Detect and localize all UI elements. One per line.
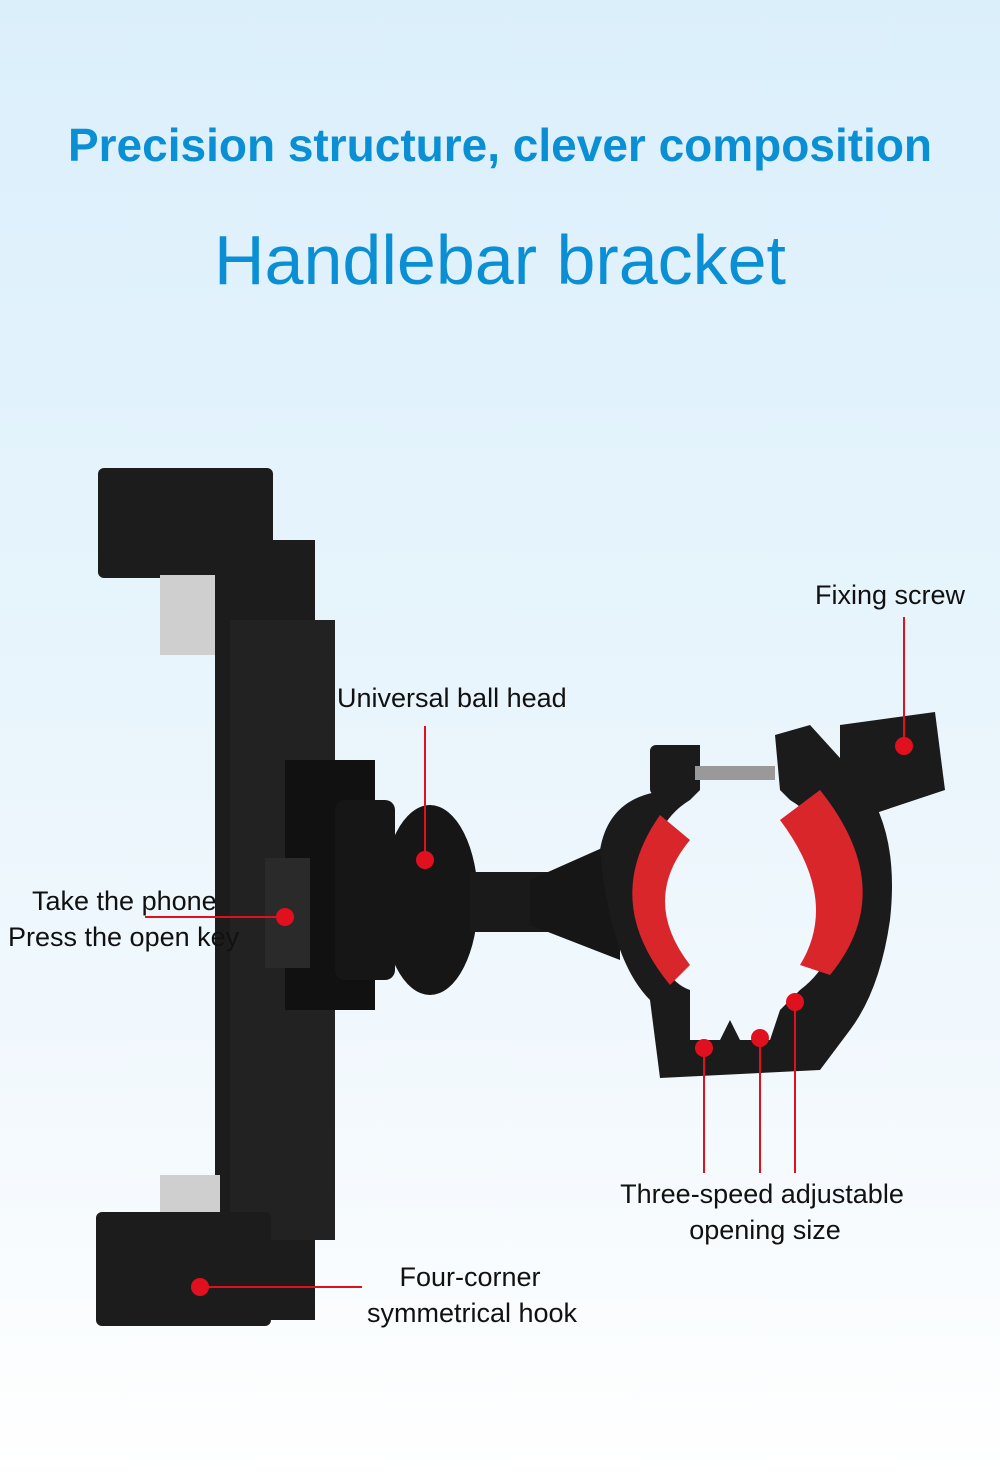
marker-speed-1 bbox=[695, 1039, 713, 1057]
ball-head bbox=[335, 800, 620, 995]
label-ball-head: Universal ball head bbox=[337, 683, 567, 713]
label-three-speed-1: Three-speed adjustable bbox=[620, 1179, 904, 1209]
page-title: Handlebar bracket bbox=[214, 221, 786, 299]
label-four-corner-1: Four-corner bbox=[399, 1262, 541, 1292]
phone-holder bbox=[96, 468, 375, 1326]
label-three-speed-2: opening size bbox=[689, 1215, 841, 1245]
callout-lines bbox=[145, 617, 905, 1288]
marker-hook bbox=[191, 1278, 209, 1296]
marker-ball-head bbox=[416, 851, 434, 869]
marker-open-key bbox=[276, 908, 294, 926]
marker-speed-2 bbox=[751, 1029, 769, 1047]
subtitle: Precision structure, clever composition bbox=[67, 119, 933, 171]
marker-speed-3 bbox=[786, 993, 804, 1011]
marker-fixing-screw bbox=[895, 737, 913, 755]
clamp bbox=[600, 712, 945, 1078]
label-four-corner-2: symmetrical hook bbox=[366, 1298, 578, 1328]
label-take-phone: Take the phone bbox=[32, 886, 217, 916]
label-fixing-screw: Fixing screw bbox=[815, 580, 966, 610]
label-press-key: Press the open key bbox=[8, 922, 240, 952]
